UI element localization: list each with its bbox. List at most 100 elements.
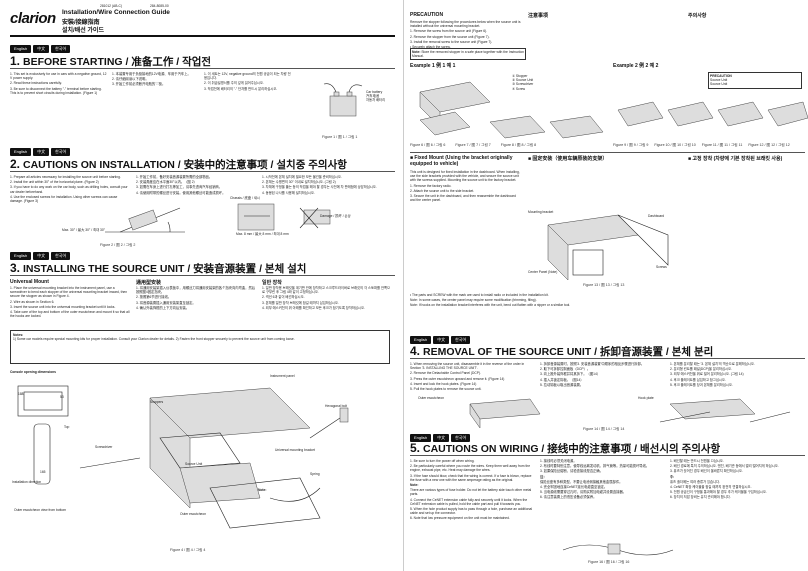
- section-4-number: 4.: [410, 344, 421, 358]
- s3-text-ko: 1. 일반 장착용 브래킷을 계기판 안에 장착하고 스크루드라이버로 브래킷의…: [262, 286, 392, 311]
- precaution-step-4: • Securely attach the screw.: [410, 45, 451, 50]
- s1-zh-2: 2. 请仔细阅读以下说明。: [112, 77, 149, 82]
- s5-ko-6: 6. 장치의 저압 장비는 유지 관리해야 합니다.: [670, 495, 731, 500]
- lang-ko: 한국어: [51, 148, 71, 156]
- section-4-rule: [410, 358, 805, 359]
- guide-title-en: Installation/Wire Connection Guide: [62, 9, 170, 16]
- example-1-label: Example 1 例 1 예 1: [410, 63, 456, 69]
- brand-logo: clarion: [10, 10, 56, 27]
- lang-tabs-s2: English 中文 한국어: [10, 148, 71, 156]
- left-panel: 281012 (AB-C) 284-8085-00 clarion Instal…: [0, 0, 400, 571]
- fig13-screws-label: Screws: [656, 265, 667, 269]
- s1-ko-3: 3. 작업전에 배터리의 "-" 단자를 반드시 분리하십시오.: [204, 86, 278, 91]
- fixed-step-1: 1. Remove the factory radio.: [410, 183, 452, 188]
- fig13-mounting-bracket-label: Mounting bracket: [528, 210, 554, 214]
- s3-zh-3: 3. 将音源装置插入通用安装架直至锁定。: [136, 300, 196, 305]
- fig8-caption: Figure 8 / 图 8 / 그림 8: [500, 143, 537, 147]
- s2-en-1: 1. Prepare all articles necessary for in…: [10, 175, 121, 179]
- s3-ko-3: 3. 본체를 일반 장착 브래킷에 잠길 때까지 삽입하십시오.: [262, 300, 339, 305]
- fixed-step-2: 2. Attach the source unit to the side br…: [410, 188, 475, 193]
- header-rule: [10, 35, 395, 37]
- fig4-universal-bracket-label: Universal mounting bracket: [275, 448, 315, 452]
- ex1-label-stopper: ① Stopper: [512, 74, 528, 78]
- s4-zh-3: 3. 向上推外装饰框并将其拆下。（图14）: [540, 372, 601, 377]
- s3-zh-2: 2. 按照第6节进行接线。: [136, 295, 172, 300]
- s5-en-note: There are various types of fuse holder. …: [410, 488, 532, 497]
- s5-ko-note: 퓨즈 홀더에는 여러 종류가 있습니다.: [670, 479, 721, 484]
- fixed-mount-notes: • The parts and SCREW with the mark are …: [410, 293, 805, 309]
- figure-2-tilt-illustration: [105, 207, 185, 233]
- section-5-rule: [410, 455, 805, 456]
- s5-zh-3: 3. 如果保险丝熔断，请检查接线是否正确。: [540, 469, 604, 474]
- s4-text-zh: 1. 拆卸音源装置时，按照'3. 安装音源装置'中顺序的相反步骤进行拆卸。 2.…: [540, 362, 665, 388]
- precaution-intro: Remove the stopper following the procedu…: [410, 20, 521, 29]
- s2-zh-4: 4. 请使用附带的螺丝进行安装。使用其他螺丝可能造成损坏。: [136, 190, 226, 195]
- s1-zh-1: 1. 本装置专用于负极接地的12V电源、车用于汽车上。: [112, 72, 191, 76]
- figure-3-damage-label: Damage / 损坏 / 손상: [320, 214, 351, 218]
- fig4-stoppers-label: Stoppers: [150, 400, 164, 404]
- s4-en-1: 1. When removing the source unit, disass…: [410, 362, 525, 371]
- lang-zh: 中文: [33, 252, 50, 260]
- s5-en-3: 3. If the fuse should blow, check that t…: [410, 473, 532, 482]
- fixed-mount-title-zh: ■ 固定安装（使用车辆原装的支架）: [528, 156, 608, 162]
- figure-14-caption: Figure 14 / 图 14 / 그림 14: [583, 427, 625, 431]
- doc-code-right: 284-8085-00: [150, 4, 169, 8]
- s1-zh-3: 3. 开始工作前必须断开电瓶的"-"极。: [112, 82, 166, 87]
- ex2-precaution-label: PRECAUTION: [710, 74, 732, 78]
- s2-en-2: 2. Install the unit within 30° of the ho…: [10, 180, 99, 185]
- s1-en-2: 2. Read these instructions carefully.: [10, 81, 62, 86]
- section-3-title: INSTALLING THE SOURCE UNIT / 安装音源装置 / 본체…: [23, 263, 307, 275]
- lang-zh: 中文: [433, 434, 450, 442]
- s1-text-ko: 1. 이 세트는 12V, negative ground의 전원 공급이 되는…: [204, 72, 292, 92]
- section-5-number: 5.: [410, 441, 421, 455]
- lang-ko: 한국어: [51, 45, 71, 53]
- precaution-step-2: 2. Remove the stopper from the source un…: [410, 34, 490, 39]
- s2-en-3: 3. If you have to do any work on the car…: [10, 185, 128, 194]
- s4-text-ko: 1. 본체를 분리할 때는 '3. 본체 설치'의 역순으로 분해하십시오. 2…: [670, 362, 805, 388]
- section-4-heading: 4.REMOVAL OF THE SOURCE UNIT / 拆卸音源装置 / …: [410, 344, 713, 359]
- section-2-number: 2.: [10, 157, 21, 171]
- s4-zh-4: 4. 插入并锁定钩板。（图14）: [540, 377, 584, 382]
- lang-en: English: [410, 434, 432, 442]
- doc-code-left: 281012 (AB-C): [100, 4, 122, 8]
- s3-zh-4: 4. 确认外装饰框的上下方向后安装。: [136, 305, 190, 310]
- fixed-mount-rule: [410, 152, 805, 153]
- s3-ko-2: 2. 섹션 6과 같이 배선하십시오.: [262, 295, 305, 300]
- s5-en-5: 5. When the hole product supply has to p…: [410, 507, 533, 516]
- guide-title-zh: 安裝/接線指南: [62, 20, 100, 26]
- figure-4-installation-illustration: [17, 385, 349, 529]
- s1-ko-1: 1. 이 세트는 12V, negative ground의 전원 공급이 되는…: [204, 72, 291, 81]
- section-3-heading: 3.INSTALLING THE SOURCE UNIT / 安装音源装置 / …: [10, 261, 306, 276]
- figure-2-caption: Figure 2 / 图 2 / 그림 2: [100, 243, 136, 247]
- fig10-caption: Figure 10 / 图 10 / 그림 10: [654, 143, 696, 147]
- section-2-heading: 2.CAUTIONS ON INSTALLATION / 安装中的注意事项 / …: [10, 157, 347, 172]
- s4-zh-2: 2. 取下可拆卸控制面板（DCP）。: [540, 367, 591, 372]
- figure-13-caption: Figure 13 / 图 13 / 그림 13: [583, 283, 625, 287]
- fig4-top-label: Top: [64, 425, 70, 429]
- s5-zh-note-label: 注：: [540, 474, 547, 479]
- precaution-note-label: Note:: [412, 50, 421, 54]
- s2-text-zh: 1. 开始工作前，备好安装音源装置所需的全部物品。 2. 安装角度应在水平面30…: [136, 175, 256, 196]
- f1-label-ko: 자동차 배터리: [366, 98, 386, 103]
- s3-sub-ko: 일반 장착: [262, 280, 282, 286]
- fig14-hook-plate-label: Hook plate: [638, 396, 654, 400]
- ex2-precaution-box: PRECAUTION Source Unit Source Unit: [708, 72, 802, 89]
- precaution-note-box: Note: Store the removed stopper in a saf…: [410, 48, 526, 61]
- s4-zh-5: 5. 拉动钩板以取出音源装置。: [540, 382, 584, 387]
- section-2-rule: [10, 171, 395, 172]
- lang-ko: 한국어: [451, 336, 471, 344]
- figure-1-battery-illustration: [323, 83, 363, 117]
- fig4-screwdriver-label: Screwdriver: [95, 445, 113, 449]
- s5-text-ko: 1. 배선할 때는 반드시 전원을 끄십시오. 2. 배선 경로에 특히 주의하…: [670, 459, 805, 501]
- fig12-caption: Figure 12 / 图 12 / 그림 12: [748, 143, 790, 147]
- ex1-captions: Figure 6 / 图 6 / 그림 6 Figure 7 / 图 7 / 그…: [410, 143, 610, 148]
- figure-3-screw-illustration: [237, 203, 331, 231]
- fig4-outer-escutcheon-label: Outer escutcheon: [180, 512, 207, 516]
- f1-label-zh: 汽车电池: [366, 94, 380, 99]
- figure-3-max-label: Max. 8 mm / 最大 8 mm / 최대 8 mm: [236, 232, 289, 236]
- guide-title-ko: 설치/배선 가이드: [62, 28, 104, 34]
- s1-en-1: 1. This set is exclusively for use in ca…: [10, 72, 107, 81]
- s5-zh-4: 4. 完全牢固地连接CeNET延长电缆直至锁定。: [540, 485, 608, 490]
- ex1-label-source: ② Source Unit: [512, 78, 534, 83]
- lang-ko: 한국어: [451, 434, 471, 442]
